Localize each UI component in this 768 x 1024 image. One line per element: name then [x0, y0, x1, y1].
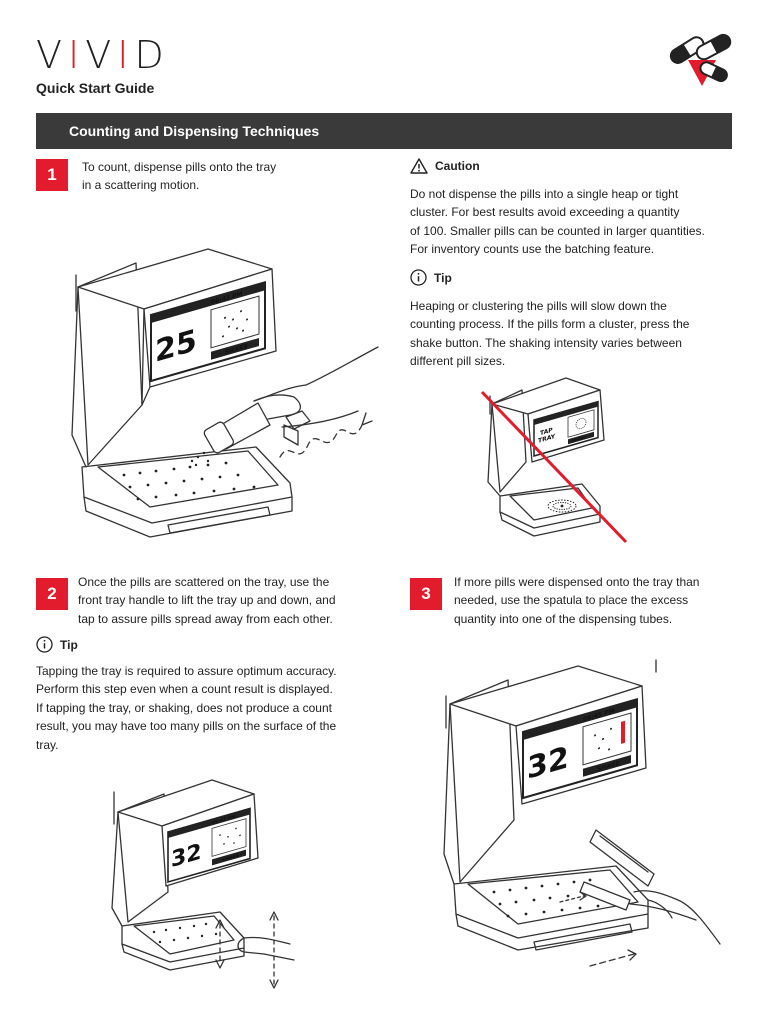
step-2-badge: 2	[36, 578, 68, 610]
warning-icon	[410, 158, 428, 174]
step-2-illustration: 06:45 PM 32 SHAKE	[104, 772, 294, 992]
tip-1-text: Heaping or clustering the pills will slo…	[410, 299, 690, 369]
logo-wordmark: VIVID	[36, 33, 170, 77]
step-1-illustration: 06:45 PM 25 SHAKE	[58, 235, 383, 555]
tip-2-text: Tapping the tray is required to assure o…	[36, 664, 337, 752]
step-3-badge: 3	[410, 578, 442, 610]
tip-1-screen-tray: TRAY	[538, 433, 556, 445]
vivid-logo: VIVID	[36, 36, 170, 74]
tip-1-illustration: TAP TRAY SHAKE	[478, 372, 630, 547]
step-1-text: To count, dispense pills onto the tray i…	[82, 160, 277, 193]
section-header-bar: Counting and Dispensing Techniques	[36, 113, 732, 149]
info-icon	[36, 636, 53, 653]
step-1-badge: 1	[36, 159, 68, 191]
tip-1-screen-shake: SHAKE	[572, 435, 586, 443]
step-2-screen-shake: SHAKE	[222, 853, 239, 864]
section-title: Counting and Dispensing Techniques	[69, 123, 320, 139]
tip-2-heading: Tip	[36, 636, 78, 653]
step-2-text: Once the pills are scattered on the tray…	[78, 575, 336, 626]
step-3-text: If more pills were dispensed onto the tr…	[454, 575, 700, 626]
step-3-illustration: 06:45 PM 32 SHAKE	[434, 660, 724, 990]
tip-1-heading: Tip	[410, 269, 452, 286]
caution-text: Do not dispense the pills into a single …	[410, 187, 705, 257]
guide-subtitle: Quick Start Guide	[36, 80, 155, 96]
pill-brand-icon	[669, 33, 732, 86]
tip-1-screen-tap: TAP	[540, 427, 553, 438]
info-icon	[410, 269, 427, 286]
caution-heading: Caution	[410, 158, 480, 174]
